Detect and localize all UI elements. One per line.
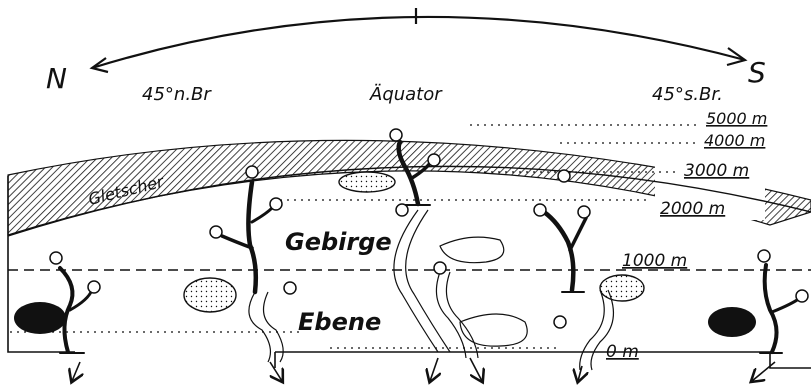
altitude-label-0: 0 m: [606, 342, 639, 362]
lake-outline-upper: [440, 237, 504, 263]
altitude-label-4000: 4000 m: [704, 131, 765, 150]
label-lat-north: 45°n.Br: [142, 84, 212, 105]
label-lat-south: 45°s.Br.: [652, 84, 723, 105]
plant-left: [50, 252, 100, 353]
altitude-label-1000: 1000 m: [622, 251, 687, 271]
altitude-label-2000: 2000 m: [660, 199, 725, 219]
plant-right: [758, 250, 808, 353]
outflow-arrows: [72, 358, 775, 381]
latitude-arrow: [92, 8, 745, 72]
lake-dotted-right: [600, 275, 644, 301]
label-north: N: [46, 62, 67, 95]
lake-dotted-left: [184, 278, 236, 312]
lake-outline-lower: [460, 314, 527, 346]
altitude-label-3000: 3000 m: [684, 161, 749, 181]
lake-black-left: [14, 302, 66, 334]
lake-black-right: [708, 307, 756, 337]
lake-dotted-center: [339, 172, 395, 192]
label-plain: Ebene: [298, 308, 381, 336]
label-mountains: Gebirge: [285, 228, 392, 256]
label-equator: Äquator: [369, 84, 443, 105]
plant-mid-right: [534, 170, 590, 328]
label-south: S: [748, 56, 766, 89]
altitude-label-5000: 5000 m: [706, 109, 767, 128]
